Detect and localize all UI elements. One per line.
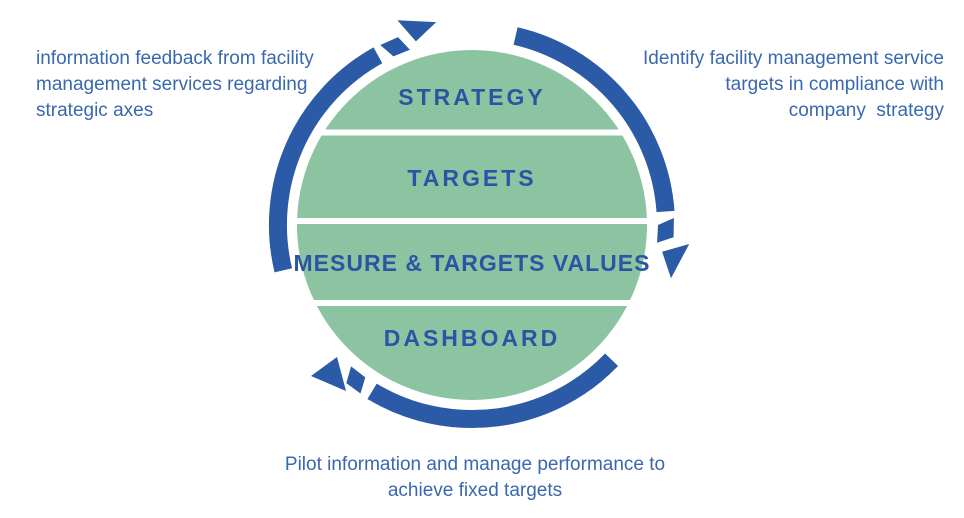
arc-right-segment xyxy=(513,27,675,213)
clockwise-arrow-top-icon xyxy=(397,20,437,42)
arc-left-segment xyxy=(268,47,383,273)
band-divider-1 xyxy=(288,129,656,136)
band-divider-2 xyxy=(288,218,656,224)
arc-bottom-segment xyxy=(367,353,619,429)
band-label-targets: TARGETS xyxy=(407,165,537,191)
annotation-feedback-left: information feedback from facility manag… xyxy=(36,48,314,121)
clockwise-arrow-right-icon xyxy=(662,244,690,279)
clockwise-arrow-bottom-notch-icon xyxy=(346,366,366,394)
band-label-mesure-targets-values: MESURE & TARGETS VALUES xyxy=(293,250,651,276)
clockwise-arrow-top-notch-icon xyxy=(380,37,410,57)
cycle-circle xyxy=(297,50,647,400)
band-label-strategy: STRATEGY xyxy=(398,84,546,110)
annotation-identify-right: Identify facility management service tar… xyxy=(643,48,944,121)
band-label-dashboard: DASHBOARD xyxy=(383,325,561,351)
clockwise-arrow-bottom-icon xyxy=(311,357,346,391)
annotation-pilot-bottom: Pilot information and manage performance… xyxy=(284,454,666,501)
band-divider-3 xyxy=(288,300,656,306)
clockwise-arrow-right-notch-icon xyxy=(657,218,674,243)
